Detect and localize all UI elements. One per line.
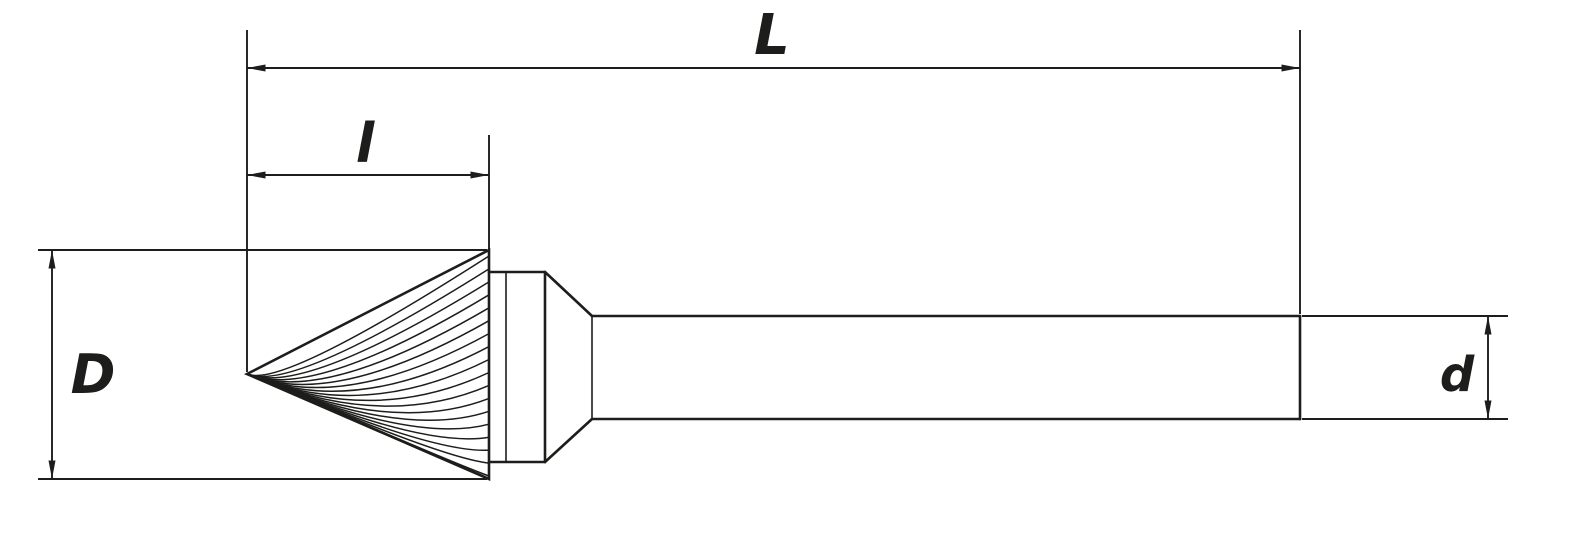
extension-lines (38, 30, 1508, 480)
flute-line (247, 268, 490, 378)
flute-line (247, 281, 490, 379)
flute-line (247, 294, 490, 381)
label-total-length-L: L (754, 3, 790, 68)
label-shank-diameter-d: d (1440, 347, 1475, 403)
flute-line (247, 307, 490, 383)
flute-line (247, 373, 490, 477)
label-cut-length-l: l (356, 112, 376, 175)
dimension-labels: L l D d (71, 3, 1475, 406)
flute-line (247, 255, 490, 377)
cone-flutes (247, 255, 490, 477)
dimension-lines (48, 64, 1492, 479)
burr-part-outline (243, 247, 1302, 481)
neck-taper-bottom (543, 417, 594, 464)
neck-taper-top (543, 270, 594, 318)
label-head-diameter-D: D (71, 343, 116, 406)
